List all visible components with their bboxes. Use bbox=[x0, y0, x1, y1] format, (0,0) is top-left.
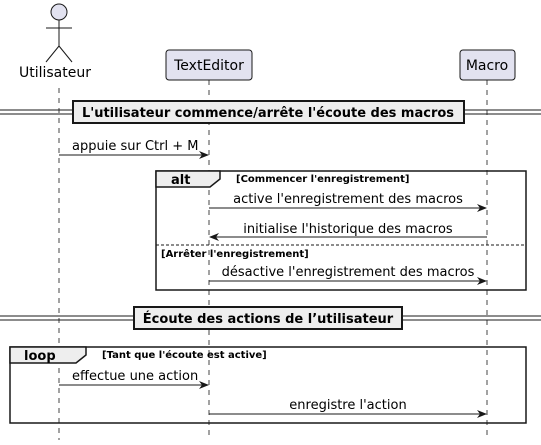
fragment-alt-guard-start: [Commencer l'enregistrement] bbox=[236, 174, 409, 185]
participant-macro-box bbox=[459, 49, 516, 81]
divider-start-stop: L'utilisateur commence/arrête l'écoute d… bbox=[0, 100, 541, 124]
message-disable-recording: désactive l'enregistrement des macros bbox=[209, 265, 487, 285]
fragment-alt-frame bbox=[155, 170, 527, 291]
divider-listen-actions-title: Écoute des actions de l’utilisateur bbox=[143, 311, 394, 327]
actor-leg-right bbox=[58, 45, 73, 63]
fragment-alt: alt [Commencer l'enregistrement] [Arrête… bbox=[155, 170, 527, 291]
message-press-shortcut-label: appuie sur Ctrl + M bbox=[72, 139, 198, 154]
fragment-loop-keyword: loop bbox=[24, 349, 56, 364]
message-disable-recording-label: désactive l'enregistrement des macros bbox=[222, 265, 475, 280]
participant-macro-label: Macro bbox=[466, 58, 508, 74]
actor-user: Utilisateur bbox=[19, 3, 91, 81]
message-perform-action-label: effectue une action bbox=[72, 369, 198, 384]
message-enable-recording: active l'enregistrement des macros bbox=[209, 192, 487, 212]
message-record-action: enregistre l'action bbox=[209, 398, 487, 418]
message-init-history: initialise l'historique des macros bbox=[209, 222, 487, 241]
actor-leg-left bbox=[45, 45, 60, 63]
divider-listen-actions-box bbox=[133, 306, 403, 330]
divider-start-stop-title: L'utilisateur commence/arrête l'écoute d… bbox=[82, 106, 454, 121]
message-press-shortcut: appuie sur Ctrl + M bbox=[59, 139, 209, 159]
fragment-alt-tab bbox=[155, 170, 221, 188]
fragment-alt-keyword: alt bbox=[171, 173, 190, 188]
message-enable-recording-label: active l'enregistrement des macros bbox=[233, 192, 463, 207]
message-record-action-label: enregistre l'action bbox=[289, 398, 406, 413]
fragment-alt-guard-stop: [Arrêter l'enregistrement] bbox=[161, 248, 309, 260]
divider-start-stop-box bbox=[72, 100, 465, 124]
message-perform-action: effectue une action bbox=[59, 369, 209, 389]
participant-editor-box bbox=[165, 49, 253, 81]
participant-editor: TextEditor bbox=[165, 49, 253, 81]
fragment-loop: loop [Tant que l'écoute est active] bbox=[9, 346, 527, 424]
actor-head bbox=[50, 3, 68, 21]
participant-editor-label: TextEditor bbox=[173, 58, 244, 74]
participant-macro: Macro bbox=[459, 49, 516, 81]
actor-user-label: Utilisateur bbox=[19, 65, 91, 81]
fragment-loop-tab bbox=[9, 346, 87, 364]
message-init-history-label: initialise l'historique des macros bbox=[243, 222, 453, 237]
fragment-loop-frame bbox=[9, 346, 527, 424]
fragment-loop-guard: [Tant que l'écoute est active] bbox=[102, 349, 267, 361]
divider-listen-actions: Écoute des actions de l’utilisateur bbox=[0, 306, 541, 330]
